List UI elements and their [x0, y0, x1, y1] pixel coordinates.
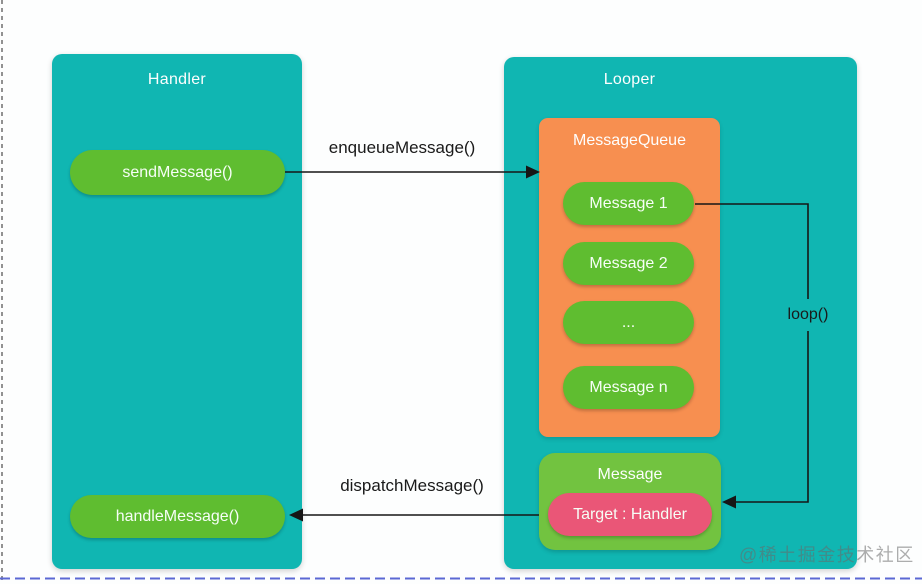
- message-item-2: Message 2: [563, 242, 694, 285]
- watermark: @稀土掘金技术社区: [739, 545, 915, 565]
- dispatch-arrow: [289, 508, 539, 522]
- message-box-title: Message: [597, 466, 663, 483]
- target-handler-pill: Target : Handler: [548, 493, 712, 536]
- message-queue-box: MessageQueue Message 1 Message 2 ... Mes…: [539, 118, 720, 437]
- handler-title: Handler: [147, 71, 207, 88]
- looper-title: Looper: [603, 71, 656, 88]
- message-item-n: Message n: [563, 366, 694, 409]
- message-item-ellipsis: ...: [563, 301, 694, 344]
- message-item-1: Message 1: [563, 182, 694, 225]
- handler-box: Handler sendMessage() handleMessage(): [52, 54, 302, 569]
- message-queue-title: MessageQueue: [573, 132, 686, 149]
- send-message-pill: sendMessage(): [70, 150, 285, 195]
- loop-arrow-label: loop(): [784, 299, 832, 331]
- enqueue-arrow: [285, 165, 540, 179]
- enqueue-arrow-label: enqueueMessage(): [328, 138, 476, 157]
- dispatch-arrow-label: dispatchMessage(): [340, 476, 484, 495]
- handle-message-pill: handleMessage(): [70, 495, 285, 538]
- message-box: Message Target : Handler: [539, 453, 721, 550]
